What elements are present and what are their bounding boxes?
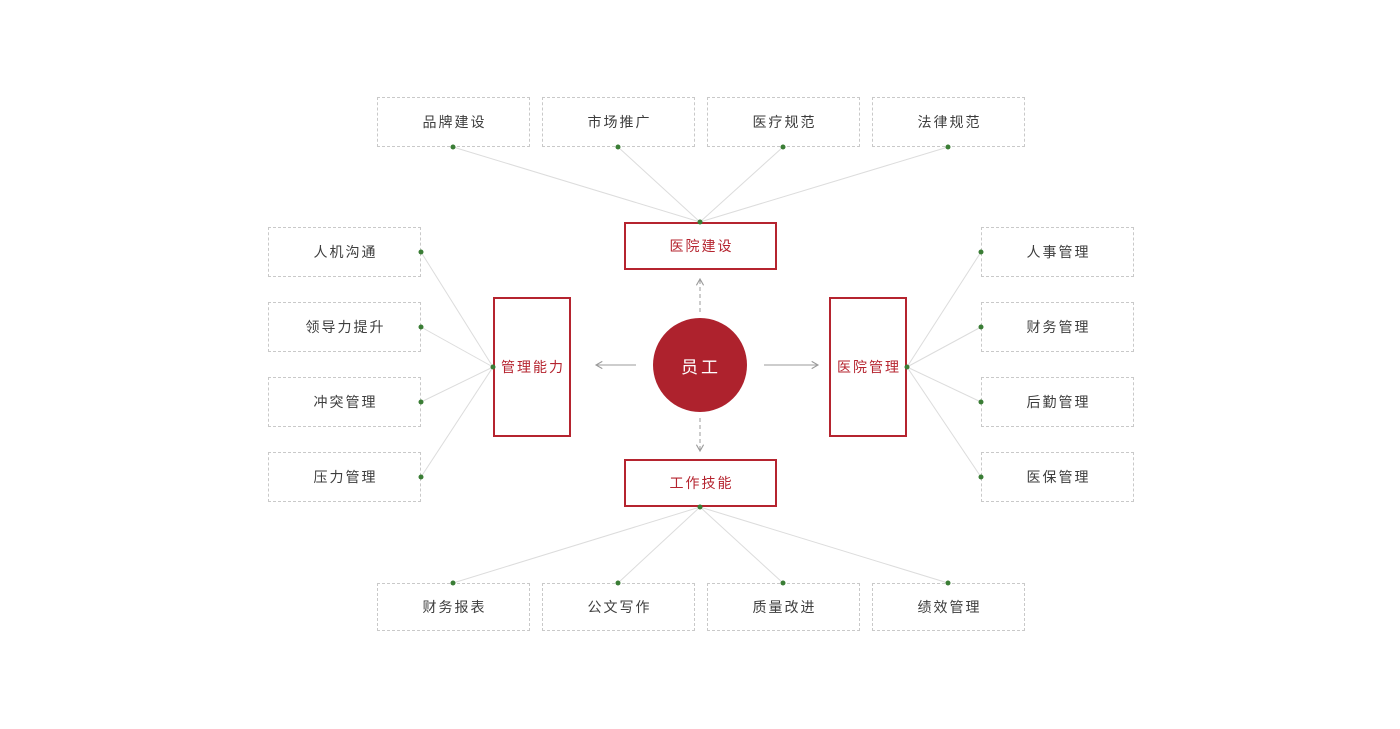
branch-node-hospital-management[interactable]: 医院管理 [829,297,907,437]
leaf-node-legal-standards[interactable]: 法律规范 [872,97,1025,147]
branch-label: 管理能力 [501,359,565,375]
leaf-node-official-document-writing[interactable]: 公文写作 [542,583,695,631]
leaf-label: 绩效管理 [917,599,982,615]
leaf-node-logistics-management[interactable]: 后勤管理 [981,377,1134,427]
leaf-node-medical-insurance-management[interactable]: 医保管理 [981,452,1134,502]
leaf-node-leadership-improvement[interactable]: 领导力提升 [268,302,421,352]
leaf-node-financial-reports[interactable]: 财务报表 [377,583,530,631]
leaf-label: 质量改进 [752,599,817,615]
leaf-node-quality-improvement[interactable]: 质量改进 [707,583,860,631]
leaf-node-stress-management[interactable]: 压力管理 [268,452,421,502]
leaf-label: 法律规范 [917,114,982,130]
branch-label: 医院建设 [669,238,734,254]
leaf-label: 冲突管理 [313,394,378,410]
leaf-label: 市场推广 [587,114,652,130]
branch-node-hospital-construction[interactable]: 医院建设 [624,222,777,270]
branch-label: 医院管理 [837,359,901,375]
leaf-label: 财务管理 [1026,319,1091,335]
leaf-label: 人事管理 [1026,244,1091,260]
leaf-label: 领导力提升 [305,319,386,335]
leaf-label: 医保管理 [1026,469,1091,485]
leaf-node-finance-management[interactable]: 财务管理 [981,302,1134,352]
leaf-label: 人机沟通 [313,244,378,260]
leaf-label: 后勤管理 [1026,394,1091,410]
center-label: 员工 [681,357,721,377]
leaf-node-human-machine-communication[interactable]: 人机沟通 [268,227,421,277]
branch-node-work-skills[interactable]: 工作技能 [624,459,777,507]
leaf-node-conflict-management[interactable]: 冲突管理 [268,377,421,427]
leaf-node-market-promotion[interactable]: 市场推广 [542,97,695,147]
leaf-node-performance-management[interactable]: 绩效管理 [872,583,1025,631]
center-node-employee[interactable]: 员工 [653,318,747,412]
leaf-label: 公文写作 [587,599,652,615]
leaf-node-personnel-management[interactable]: 人事管理 [981,227,1134,277]
leaf-label: 品牌建设 [422,114,487,130]
branch-node-management-ability[interactable]: 管理能力 [493,297,571,437]
leaf-node-brand-building[interactable]: 品牌建设 [377,97,530,147]
branch-label: 工作技能 [669,475,734,491]
leaf-node-medical-standards[interactable]: 医疗规范 [707,97,860,147]
leaf-label: 医疗规范 [752,114,817,130]
leaf-label: 压力管理 [313,469,378,485]
leaf-label: 财务报表 [422,599,487,615]
